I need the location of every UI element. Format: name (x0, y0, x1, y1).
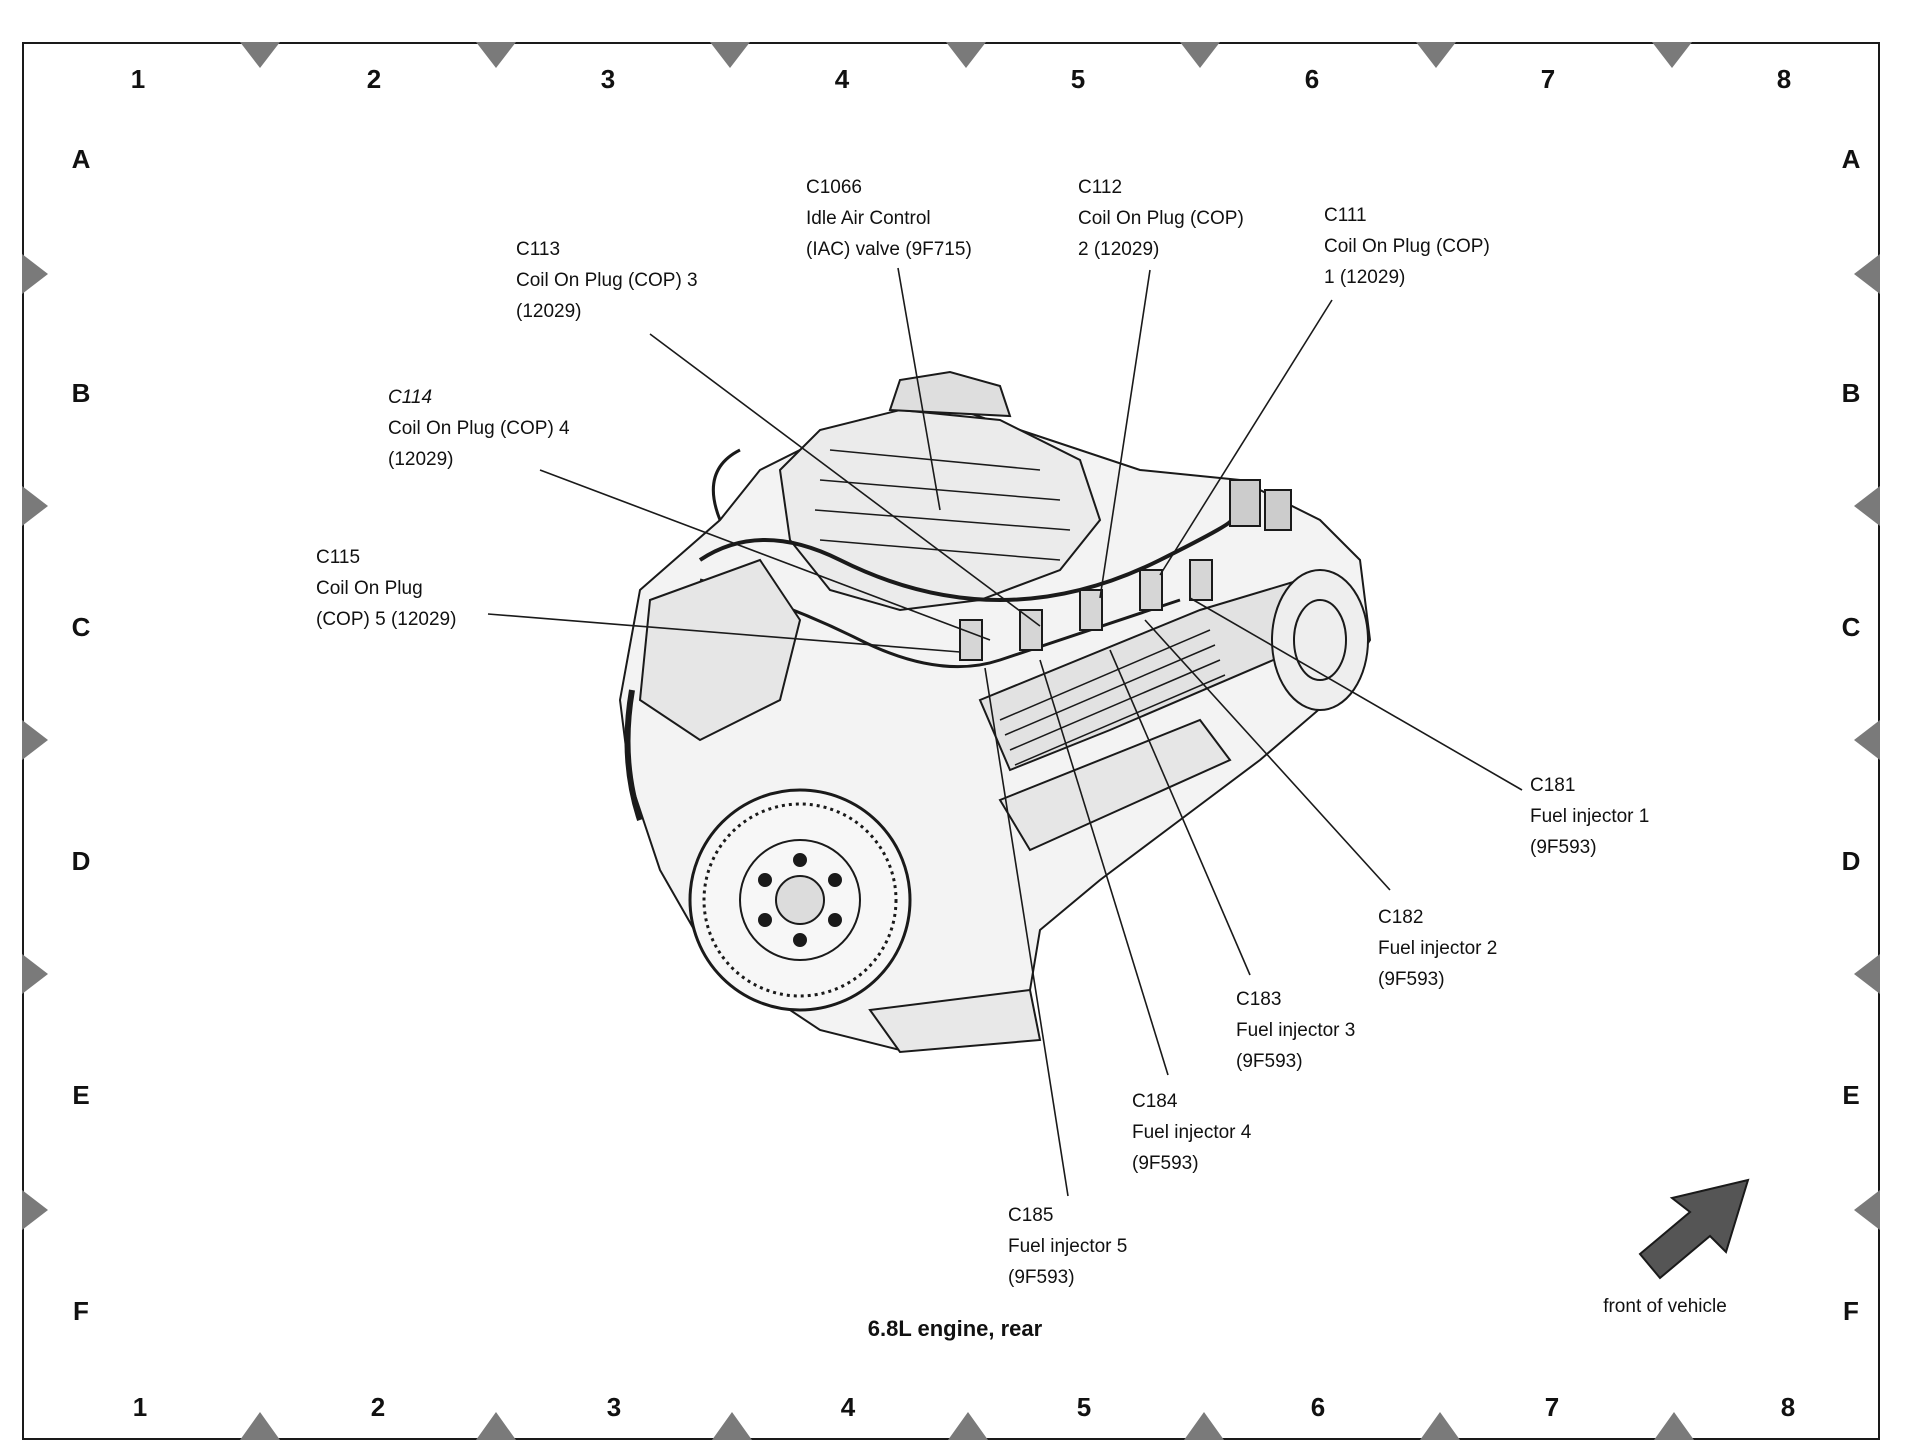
callout-c185-id: C185 (1008, 1205, 1054, 1226)
col-label-bottom-4: 4 (840, 1392, 856, 1422)
row-label-left-c: C (71, 612, 91, 642)
callout-c113-id: C113 (516, 239, 561, 260)
callout-c181-line1: Fuel injector 1 (1530, 806, 1650, 827)
callout-c185-line2: (9F593) (1008, 1267, 1075, 1288)
row-label-right-e: E (1842, 1080, 1860, 1110)
callout-c113: C113 Coil On Plug (COP) 3 (12029) (516, 234, 698, 327)
callout-c113-line1: Coil On Plug (COP) 3 (516, 270, 698, 291)
callout-c182-line1: Fuel injector 2 (1378, 938, 1498, 959)
row-label-left-f: F (73, 1296, 89, 1326)
row-label-right-a: A (1841, 144, 1861, 174)
row-label-right-f: F (1843, 1296, 1859, 1326)
callout-c182-id: C182 (1378, 907, 1424, 928)
callout-c111-line1: Coil On Plug (COP) (1324, 236, 1490, 257)
callout-c183-line2: (9F593) (1236, 1051, 1303, 1072)
callout-c112-line2: 2 (12029) (1078, 239, 1160, 260)
callout-c181: C181 Fuel injector 1 (9F593) (1530, 770, 1649, 863)
col-label-top-5: 5 (1070, 64, 1086, 94)
engine-illustration (618, 370, 1372, 1054)
col-label-top-1: 1 (130, 64, 146, 94)
callout-c1066-id: C1066 (806, 177, 862, 198)
callout-c181-id: C181 (1530, 775, 1576, 796)
col-label-bottom-8: 8 (1780, 1392, 1796, 1422)
callout-c1066: C1066 Idle Air Control (IAC) valve (9F71… (806, 172, 972, 265)
front-of-vehicle-label: front of vehicle (1603, 1296, 1727, 1317)
callout-c114-id: C114 (388, 387, 433, 408)
callout-c1066-line2: (IAC) valve (9F715) (806, 239, 972, 260)
callout-c184-line2: (9F593) (1132, 1153, 1199, 1174)
callout-c183-id: C183 (1236, 989, 1282, 1010)
col-label-top-4: 4 (834, 64, 850, 94)
callout-c182-line2: (9F593) (1378, 969, 1445, 990)
callout-c184-line1: Fuel injector 4 (1132, 1122, 1252, 1143)
front-arrow-icon (1638, 1178, 1750, 1280)
callout-c183-line1: Fuel injector 3 (1236, 1020, 1356, 1041)
callout-c181-line2: (9F593) (1530, 837, 1597, 858)
col-label-top-6: 6 (1304, 64, 1320, 94)
callout-c115: C115 Coil On Plug (COP) 5 (12029) (316, 542, 456, 635)
col-label-top-7: 7 (1540, 64, 1556, 94)
callout-c114: C114 Coil On Plug (COP) 4 (12029) (388, 382, 570, 475)
col-label-top-3: 3 (600, 64, 616, 94)
callout-c1066-line1: Idle Air Control (806, 208, 931, 229)
row-label-right-c: C (1841, 612, 1861, 642)
col-label-top-8: 8 (1776, 64, 1792, 94)
callout-c115-id: C115 (316, 547, 361, 568)
border-markers (22, 42, 1880, 1440)
callout-c111-line2: 1 (12029) (1324, 267, 1406, 288)
row-label-right-b: B (1841, 378, 1861, 408)
callout-c185: C185 Fuel injector 5 (9F593) (1008, 1200, 1127, 1293)
callout-c115-line2: (COP) 5 (12029) (316, 609, 457, 630)
col-label-bottom-5: 5 (1076, 1392, 1092, 1422)
row-label-left-e: E (72, 1080, 90, 1110)
col-label-bottom-3: 3 (606, 1392, 622, 1422)
callout-c114-line2: (12029) (388, 449, 454, 470)
callout-c114-line1: Coil On Plug (COP) 4 (388, 418, 570, 439)
callout-c112: C112 Coil On Plug (COP) 2 (12029) (1078, 172, 1244, 265)
callout-c184-id: C184 (1132, 1091, 1178, 1112)
callout-c113-line2: (12029) (516, 301, 582, 322)
row-label-left-d: D (71, 846, 91, 876)
callout-c111: C111 Coil On Plug (COP) 1 (12029) (1324, 200, 1490, 293)
callout-c112-id: C112 (1078, 177, 1123, 198)
figure-caption: 6.8L engine, rear (867, 1316, 1043, 1341)
callout-c185-line1: Fuel injector 5 (1008, 1236, 1128, 1257)
leader-lines (487, 267, 1523, 1197)
row-label-left-b: B (71, 378, 91, 408)
callout-c182: C182 Fuel injector 2 (9F593) (1378, 902, 1497, 995)
col-label-top-2: 2 (366, 64, 382, 94)
col-label-bottom-7: 7 (1544, 1392, 1560, 1422)
callout-c115-line1: Coil On Plug (316, 578, 423, 599)
col-label-bottom-2: 2 (370, 1392, 386, 1422)
row-label-right-d: D (1841, 846, 1861, 876)
row-label-left-a: A (71, 144, 91, 174)
col-label-bottom-1: 1 (132, 1392, 148, 1422)
callout-c111-id: C111 (1324, 205, 1367, 226)
col-label-bottom-6: 6 (1310, 1392, 1326, 1422)
callout-c112-line1: Coil On Plug (COP) (1078, 208, 1244, 229)
callout-c183: C183 Fuel injector 3 (9F593) (1236, 984, 1355, 1077)
callout-c184: C184 Fuel injector 4 (9F593) (1132, 1086, 1251, 1179)
